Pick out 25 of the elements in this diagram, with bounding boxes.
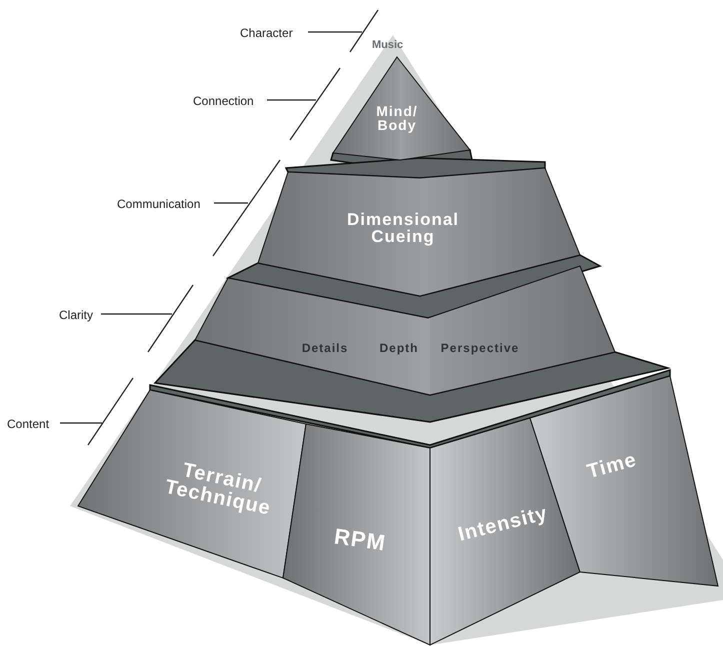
level-label: Connection: [193, 94, 254, 108]
tier-label: Mind/ Body: [375, 104, 419, 132]
pyramid-tier: [78, 390, 306, 578]
tier-label: Perspective: [440, 342, 520, 354]
apex-label: Music: [372, 40, 404, 51]
tier-label: RPM: [332, 526, 388, 554]
level-label: Communication: [117, 197, 200, 211]
level-label: Content: [7, 417, 50, 431]
tier-label: Dimensional Cueing: [346, 211, 460, 245]
tier-label: Details: [302, 342, 348, 354]
pyramid-tier: [195, 266, 615, 395]
leader-line: [101, 313, 172, 315]
pyramid-tier: [283, 424, 430, 645]
pyramid-tier: [258, 168, 580, 296]
level-label: Clarity: [59, 308, 94, 322]
tier-label: Depth: [380, 342, 418, 354]
level-label: Character: [240, 26, 293, 40]
leader-line: [214, 202, 248, 204]
pyramid-tier: [333, 57, 470, 160]
tier-label: Time: [585, 450, 639, 482]
leader-line: [267, 99, 316, 101]
pyramid-tier: [430, 418, 580, 645]
leader-line: [60, 422, 102, 424]
leader-line: [308, 31, 362, 33]
tier-label: Intensity: [456, 503, 550, 545]
